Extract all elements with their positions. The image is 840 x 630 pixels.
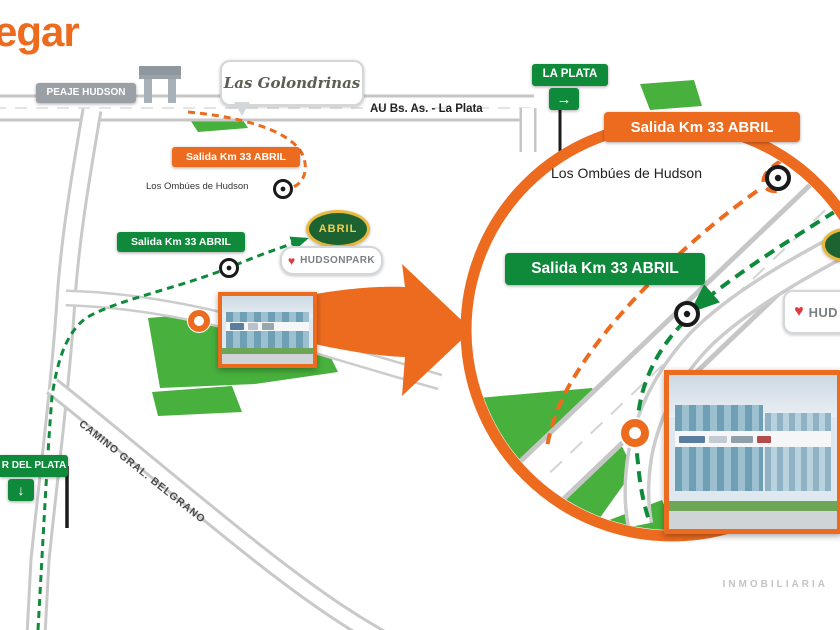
inset-salida-km33-green-sign: Salida Km 33 ABRIL <box>505 253 705 285</box>
salida-km33-green-sign: Salida Km 33 ABRIL <box>117 232 245 252</box>
photo-ground <box>669 511 837 529</box>
left-road <box>25 108 103 630</box>
inset-ombues-label: Los Ombúes de Hudson <box>551 165 702 181</box>
toll-booth-icon <box>139 66 181 103</box>
hudson-park-label: HUDSONPARK <box>300 255 376 266</box>
mar-del-plata-sign: R DEL PLATA <box>0 455 68 477</box>
salida-km33-orange-sign: Salida Km 33 ABRIL <box>172 147 300 167</box>
photo-bushes <box>669 501 837 511</box>
photo-building-right <box>765 413 831 491</box>
green-patch <box>604 500 680 530</box>
orange-route <box>187 110 307 191</box>
hudson-park-sign: ♥ HUDSONPARK <box>280 246 383 275</box>
heart-icon: ♥ <box>794 303 804 320</box>
highway-road <box>0 94 537 152</box>
inset-orange-bullseye <box>765 165 791 191</box>
photo-fascia <box>226 322 309 331</box>
location-donut <box>187 309 211 333</box>
inset-hudson-park-partial-sign: ♥ HUD <box>783 290 840 334</box>
photo-ground <box>222 354 313 364</box>
inset-location-donut <box>619 417 651 449</box>
heart-icon: ♥ <box>287 253 296 268</box>
photo-building-left <box>675 405 763 491</box>
green-patch <box>640 80 702 110</box>
green-patch <box>152 386 242 416</box>
orange-exit-bullseye <box>273 179 293 199</box>
inset-orange-route <box>545 189 759 448</box>
photo-fascia <box>675 431 831 447</box>
right-arrow-icon: → <box>556 90 572 108</box>
highway-label: AU Bs. As. - La Plata <box>370 103 483 115</box>
zoom-arrow-icon <box>310 264 472 396</box>
inset-salida-km33-orange-sign: Salida Km 33 ABRIL <box>604 112 800 142</box>
sign-pointer-icon <box>234 102 250 116</box>
camino-belgrano-road <box>46 378 386 630</box>
inset-green-bullseye <box>674 301 700 327</box>
la-plata-sign: LA PLATA <box>532 64 608 86</box>
inset-hudson-park-label: HUD <box>808 304 838 320</box>
page-title-fragment: egar <box>0 8 80 55</box>
abril-club-logo: ABRIL <box>306 210 370 248</box>
peaje-hudson-sign: PEAJE HUDSON <box>36 83 136 103</box>
inset-green-route <box>689 200 840 313</box>
ombues-label: Los Ombúes de Hudson <box>146 181 249 192</box>
inset-building-photo <box>664 370 840 534</box>
down-arrow-icon: ↓ <box>17 482 25 498</box>
mar-del-plata-arrow-sign: ↓ <box>8 479 34 501</box>
green-exit-bullseye <box>219 258 239 278</box>
watermark-text: INMOBILIARIA <box>722 579 828 590</box>
las-golondrinas-sign: Las Golondrinas <box>220 60 364 106</box>
las-golondrinas-label: Las Golondrinas <box>223 74 361 92</box>
building-photo-thumbnail <box>218 292 317 368</box>
la-plata-arrow-sign: → <box>549 88 579 110</box>
photo-bushes <box>222 348 313 354</box>
